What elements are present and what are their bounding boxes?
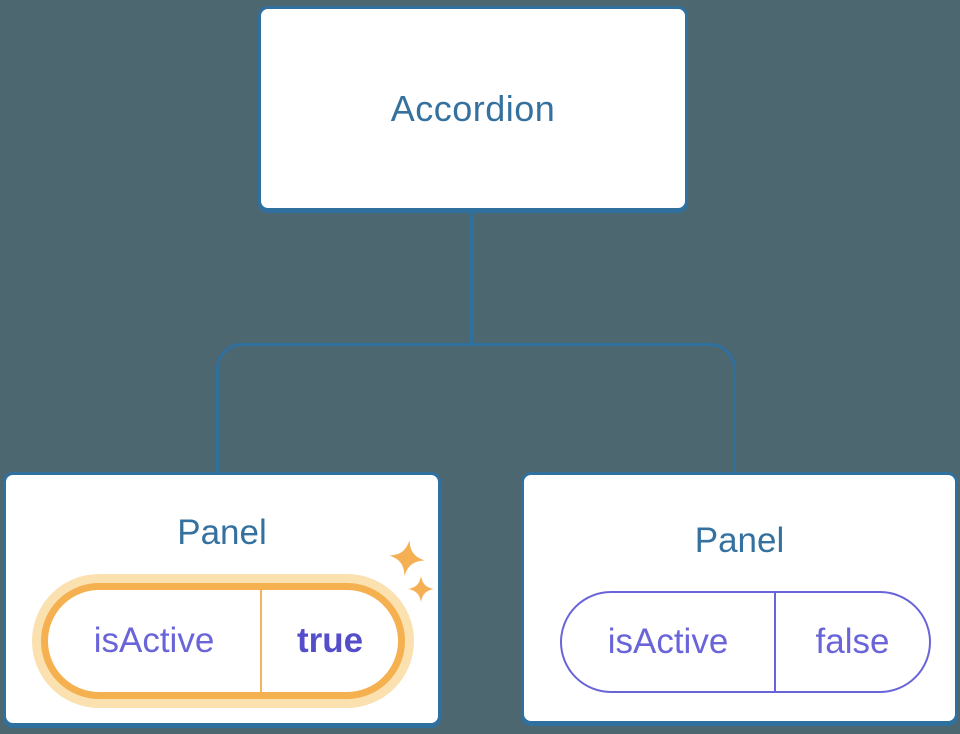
connector-branch-line (216, 343, 736, 472)
state-value-label: false (815, 622, 890, 661)
state-pill-active: isActive true (41, 583, 405, 699)
connector-stem-line (470, 209, 473, 345)
pill-divider (260, 590, 262, 692)
panel-title: Panel (177, 513, 267, 552)
panel-title: Panel (694, 521, 785, 560)
state-name-label: isActive (607, 622, 729, 661)
accordion-node-label: Accordion (390, 87, 556, 129)
sparkles-icon (389, 540, 434, 602)
state-pill-inactive: isActive false (560, 591, 931, 693)
pill-divider (774, 593, 776, 691)
panel-node-inactive: Panel isActive false (521, 472, 958, 724)
state-name-label: isActive (93, 621, 215, 660)
panel-node-active: Panel isActive true (3, 472, 441, 726)
accordion-node: Accordion (258, 6, 688, 211)
state-value-label: true (296, 621, 364, 660)
